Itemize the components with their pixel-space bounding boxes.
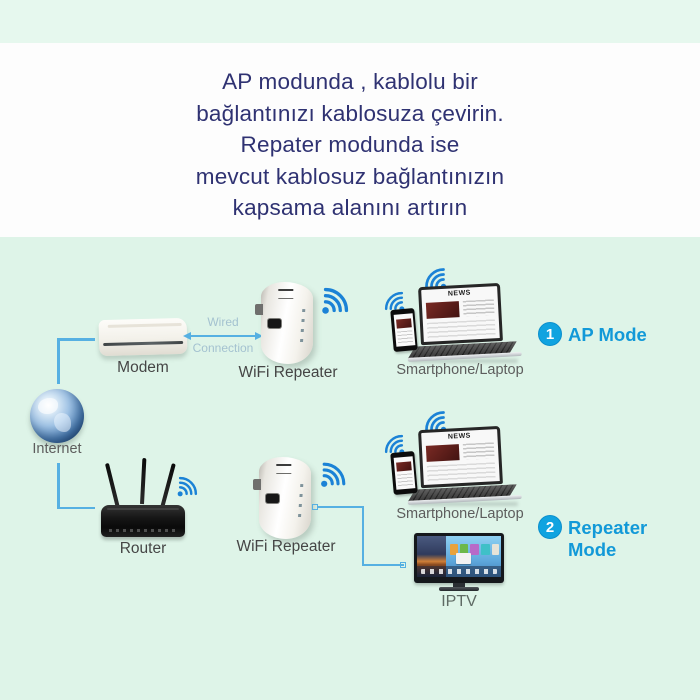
headline-line-2: bağlantınızı kablosuza çevirin. bbox=[196, 100, 504, 126]
client-devices-ap: NEWS bbox=[380, 265, 522, 366]
router-label: Router bbox=[119, 540, 167, 557]
client-devices-label-rp: Smartphone/Laptop bbox=[396, 506, 524, 522]
headline-panel bbox=[0, 43, 700, 237]
internet-globe-icon bbox=[30, 389, 84, 443]
laptop-screen-title: NEWS bbox=[447, 289, 472, 298]
repeater-logo-icon bbox=[278, 289, 294, 299]
headline-line-1: AP modunda , kablolu bir bbox=[222, 69, 478, 94]
internet-label: Internet bbox=[32, 441, 82, 457]
wired-label-line1: Wired bbox=[207, 315, 239, 329]
arrow-head-left-icon bbox=[183, 331, 191, 340]
client-devices-rp: NEWS bbox=[380, 408, 522, 509]
connector-node bbox=[312, 504, 318, 510]
repeater-logo-icon bbox=[276, 464, 292, 474]
router-antenna-icon bbox=[104, 462, 120, 509]
iptv-label: IPTV bbox=[441, 593, 477, 610]
router-antenna-icon bbox=[140, 457, 147, 505]
power-plug-icon bbox=[255, 304, 263, 315]
connector-repeater-tv-h2 bbox=[361, 564, 404, 567]
repeater-led-indicators bbox=[299, 308, 306, 348]
repeater-led-indicators bbox=[297, 483, 304, 523]
router-antenna-icon bbox=[160, 463, 176, 509]
headline-line-5: kapsama alanını artırın bbox=[232, 195, 468, 220]
wired-label-line2: Connection bbox=[192, 341, 254, 355]
connector-repeater-tv-h1 bbox=[318, 506, 364, 509]
wifi-repeater-device-rp bbox=[253, 457, 311, 539]
ethernet-port-icon bbox=[268, 319, 281, 328]
iptv-tv-icon bbox=[412, 533, 506, 595]
headline: AP modunda , kablolu bir bağlantınızı ka… bbox=[0, 66, 700, 224]
wifi-repeater-label-ap: WiFi Repeater bbox=[238, 364, 338, 381]
wired-connection-arrow bbox=[183, 330, 263, 342]
repeater-mode-label: Repeater Mode bbox=[568, 517, 648, 560]
mode-badge-1: 1 bbox=[538, 322, 562, 346]
headline-line-3: Repater modunda ise bbox=[240, 132, 460, 157]
connector-repeater-tv-v bbox=[361, 506, 364, 566]
connector-internet-modem-vertical bbox=[57, 338, 60, 384]
mode-badge-2: 2 bbox=[538, 515, 562, 539]
connector-node bbox=[400, 562, 406, 568]
headline-line-4: mevcut kablosuz bağlantınızın bbox=[195, 163, 505, 189]
smartphone-icon bbox=[390, 308, 418, 352]
connector-internet-modem-horizontal bbox=[57, 338, 95, 341]
wifi-repeater-label-rp: WiFi Repeater bbox=[236, 538, 336, 555]
laptop-screen-title: NEWS bbox=[447, 432, 472, 441]
connector-internet-router-horizontal bbox=[57, 506, 95, 509]
arrow-head-right-icon bbox=[255, 331, 263, 340]
top-mint-strip bbox=[0, 0, 700, 43]
ethernet-port-icon bbox=[266, 494, 279, 503]
laptop-icon: NEWS bbox=[404, 282, 522, 366]
modem-label: Modem bbox=[117, 359, 169, 376]
router-device bbox=[96, 457, 192, 540]
wifi-signal-icon bbox=[176, 474, 200, 498]
smartphone-icon bbox=[390, 451, 418, 495]
wifi-signal-icon bbox=[320, 284, 352, 316]
connector-internet-router-vertical bbox=[57, 463, 60, 509]
ap-mode-label: AP Mode bbox=[568, 324, 647, 345]
laptop-icon: NEWS bbox=[404, 425, 522, 509]
power-plug-icon bbox=[253, 479, 261, 490]
wifi-repeater-device-ap bbox=[255, 282, 313, 364]
modem-device bbox=[98, 317, 188, 357]
wifi-signal-icon bbox=[319, 459, 349, 489]
client-devices-label-ap: Smartphone/Laptop bbox=[396, 362, 524, 378]
